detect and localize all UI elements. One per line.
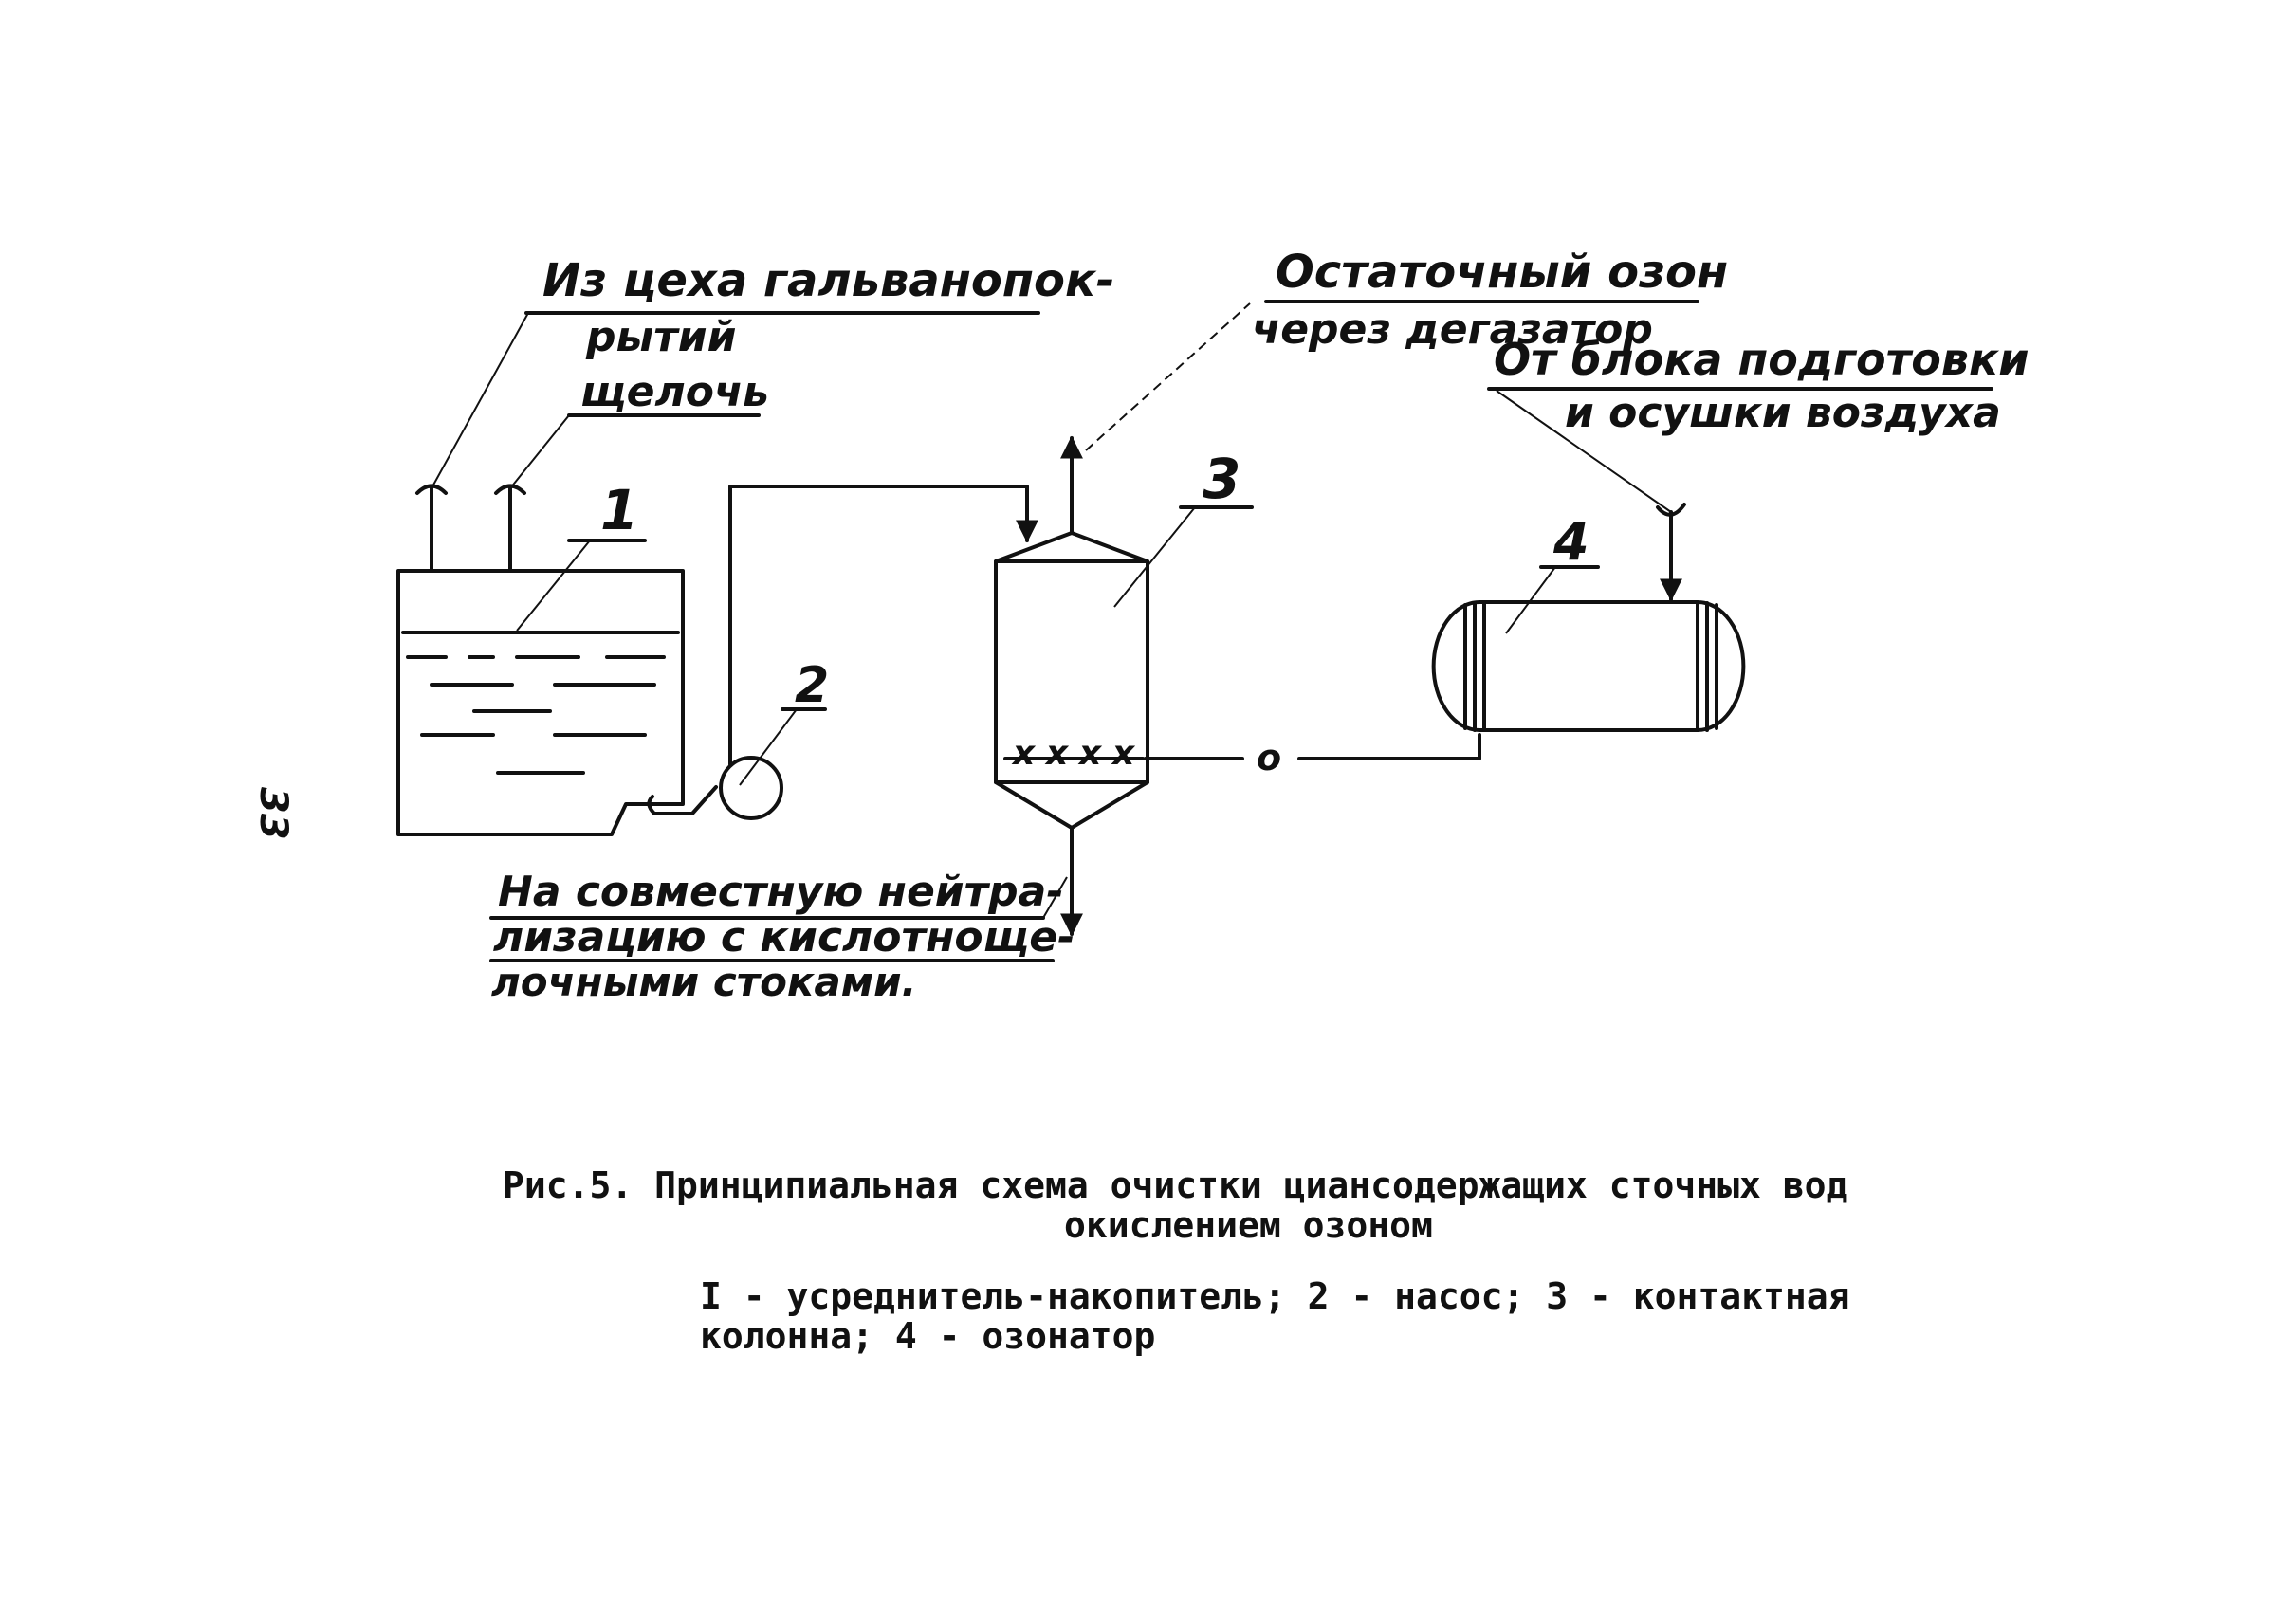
svg-text:x: x (1077, 734, 1103, 773)
tank-outlet (647, 785, 718, 815)
label-air-block-1: От блока подготовки (1494, 334, 2029, 385)
label-residual-ozone-1: Остаточный озон (1276, 246, 1728, 299)
node-4-number: 4 (1552, 512, 1589, 572)
inlet-pipes (415, 312, 570, 571)
label-from-shop-1: Из цеха гальванопок- (542, 254, 1115, 307)
node-1-number: 1 (600, 478, 638, 542)
figure-title-line-1: Рис.5. Принципиальная схема очистки циан… (503, 1164, 1848, 1206)
contact-column: x x x x (994, 531, 1149, 830)
pump (719, 756, 783, 820)
svg-text:x: x (1011, 734, 1037, 773)
legend-line-2: колонна; 4 - озонатор (700, 1315, 1156, 1357)
svg-text:x: x (1111, 734, 1136, 773)
label-from-shop-2: рытий (585, 313, 736, 361)
ozonator (1431, 600, 1746, 732)
label-neutralization-2: лизацию с кислотноще- (493, 913, 1075, 962)
pipe-pump-to-column (728, 485, 1038, 766)
label-air-block-2: и осушки воздуха (1565, 389, 2001, 437)
leader-residual-ozone (1085, 302, 1251, 451)
label-residual-ozone-2: через дегазатор (1252, 305, 1653, 354)
page-number: 33 (251, 787, 295, 840)
valve-mark: о (1257, 737, 1281, 779)
tank-equalizer (396, 569, 685, 836)
label-neutralization-1: На совместную нейтра- (498, 868, 1064, 916)
label-neutralization-3: лочными стоками. (491, 959, 917, 1005)
label-alkali: щелочь (580, 368, 769, 416)
legend-line-1: I - усреднитель-накопитель; 2 - насос; 3… (700, 1275, 1850, 1317)
node-2-number: 2 (795, 657, 829, 714)
figure-title-line-2: окислением озоном (1064, 1204, 1433, 1246)
svg-text:x: x (1044, 734, 1070, 773)
leader-1 (516, 540, 591, 632)
node-3-number: 3 (1203, 447, 1240, 511)
